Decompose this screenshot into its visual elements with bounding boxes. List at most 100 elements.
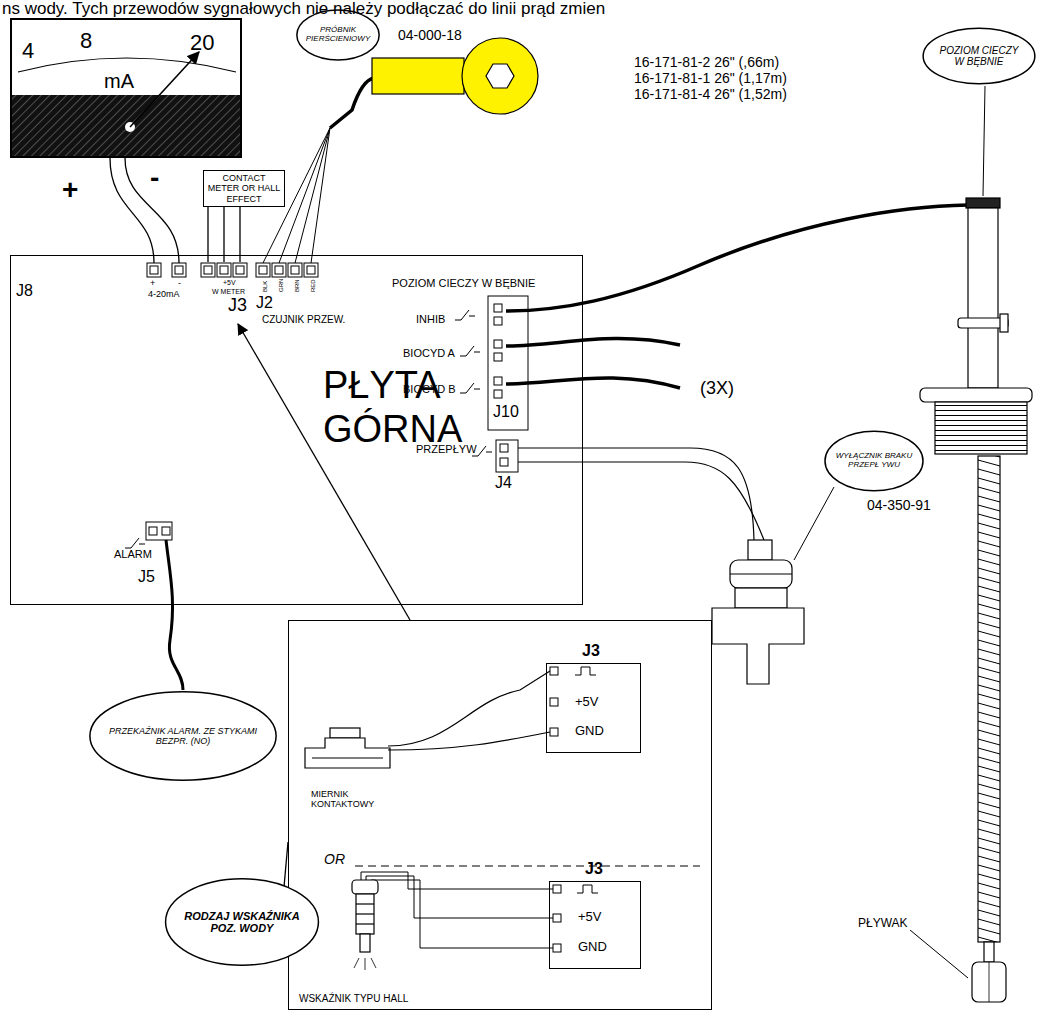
- terminal-blocks: [500, 444, 508, 452]
- ellipse-outline: [825, 431, 923, 491]
- text-block: PRZEKAŹNIK ALARM. ZE STYKAMI BEZPR. (NO): [109, 726, 257, 746]
- j3-pins: [550, 667, 558, 675]
- j3-pins: [553, 914, 561, 922]
- ellipse-outline: [923, 28, 1035, 84]
- node-text: CONTACT METER OR HALL EFFECT: [207, 173, 281, 203]
- j3-pins: [553, 885, 561, 893]
- node-text: POZIOM CIECZY W BĘBNIE: [935, 45, 1024, 67]
- flow-switch: [730, 560, 792, 588]
- terminal-blocks: [236, 266, 244, 274]
- meter-face: [130, 52, 199, 127]
- level-sensor: [1000, 314, 1008, 332]
- level-sensor: [966, 198, 1000, 208]
- hall-sensor-wires: [371, 880, 553, 948]
- ring-probe: [372, 38, 538, 114]
- j3-pins: [550, 667, 561, 952]
- level-sensor-cables: [506, 205, 968, 311]
- part-number: 16-171-81-2 26" (,66m): [634, 54, 779, 70]
- text-block: CONTACT METER OR HALL EFFECT: [207, 173, 281, 203]
- node-text: WYŁĄCZNIK BRAKU PRZEPŁ YWU: [835, 452, 913, 470]
- node-text: J3: [585, 860, 603, 878]
- terminal-blocks: [256, 263, 270, 277]
- terminal-blocks: [494, 377, 502, 385]
- node-text: GND: [578, 940, 607, 955]
- wire-colour: RED: [310, 279, 317, 292]
- level-sensor: [920, 388, 1032, 402]
- wire-colour: BRN: [294, 279, 301, 292]
- switch-symbol: [455, 310, 475, 320]
- callout-ellipse: WYŁĄCZNIK BRAKU PRZEPŁ YWU: [824, 430, 924, 492]
- connector-caption: CZUJNIK PRZEW.: [262, 314, 345, 326]
- wire-colour: BLK: [262, 281, 269, 292]
- node-text: 4: [22, 38, 34, 63]
- callout-ellipse: RODZAJ WSKAŹNIKA POZ. WODY: [164, 877, 320, 967]
- terminal-blocks: [149, 527, 157, 535]
- hall-sensor: [352, 880, 378, 894]
- hall-sensor-wires: [366, 876, 553, 918]
- wire: [166, 540, 183, 690]
- terminal-blocks: [201, 263, 215, 277]
- terminal-blocks: [488, 296, 528, 430]
- text-block: RODZAJ WSKAŹNIKA POZ. WODY: [181, 910, 303, 935]
- flow-switch: [730, 573, 792, 574]
- pin-name: 4-20mA: [148, 289, 180, 299]
- connector-j3: J3+5VGND: [546, 663, 641, 753]
- node-text: GND: [575, 724, 604, 739]
- terminal-blocks: [233, 263, 247, 277]
- switch-symbol: [460, 383, 480, 393]
- node-text: 20: [190, 30, 214, 55]
- j3-pins: [550, 728, 558, 736]
- terminal-blocks: [307, 266, 315, 274]
- contact-meter: [305, 738, 390, 768]
- terminal-blocks: [500, 458, 508, 466]
- j3-pins: [550, 698, 558, 706]
- top-board: PŁYTA GÓRNA: [10, 255, 583, 605]
- level-sensor-cables: [506, 339, 680, 346]
- terminal-blocks: [172, 263, 186, 277]
- terminal-blocks: [175, 266, 183, 274]
- node-text: WSKAŹNIK TYPU HALL: [299, 993, 408, 1005]
- level-sensor: [989, 962, 990, 1002]
- connector-name: J3: [228, 295, 247, 316]
- j3-pins: [553, 944, 561, 952]
- milliamp-meter: 4820mA: [10, 18, 242, 158]
- flow-switch: [712, 608, 804, 684]
- terminal-blocks: [146, 522, 172, 540]
- probe-cable: [330, 78, 374, 128]
- node-text: PRZEKAŹNIK ALARM. ZE STYKAMI BEZPR. (NO): [109, 726, 257, 746]
- terminal-blocks: [272, 263, 286, 277]
- connector-name: J4: [495, 474, 512, 492]
- hall-sensor: [352, 880, 378, 970]
- hall-sensor-wires: [361, 872, 553, 948]
- or-divider: [355, 866, 700, 867]
- quantity-note: (3X): [700, 378, 734, 399]
- pin-name: BIOCYD B: [403, 383, 456, 396]
- node-text: +5V: [578, 910, 602, 925]
- text-block: PRÓBNIK PIERŚCIENIOWY: [305, 26, 371, 44]
- node-text: MIERNIK KONTAKTOWY: [311, 789, 383, 810]
- meter-face: [18, 58, 236, 72]
- leader-line: [794, 86, 985, 978]
- part-number: 16-171-81-1 26" (1,17m): [634, 70, 787, 86]
- polarity-sign: -: [150, 162, 159, 194]
- terminal-blocks: [162, 527, 170, 535]
- terminal-blocks: [291, 266, 299, 274]
- part-number: 16-171-81-4 26" (1,52m): [634, 86, 787, 102]
- wire-colour: GRN: [278, 279, 285, 292]
- switch-symbol: [460, 346, 480, 356]
- text-wrapper: CONTACT METER OR HALL EFFECT: [204, 171, 284, 206]
- node-text: RODZAJ WSKAŹNIKA POZ. WODY: [181, 910, 303, 935]
- flow-switch-cable: [518, 462, 764, 540]
- text-wrapper: POZIOM CIECZY W BĘBNIE: [922, 27, 1036, 85]
- leader-line: [794, 487, 834, 560]
- or-divider: [355, 866, 700, 867]
- level-sensor-cables: [506, 378, 680, 388]
- ring-probe: [462, 38, 538, 114]
- leader-line: [910, 930, 968, 978]
- connector-name: J5: [138, 568, 155, 586]
- hall-sensor: [356, 894, 374, 934]
- pin-name: +: [150, 278, 155, 288]
- terminal-blocks: [275, 266, 283, 274]
- ring-probe: [486, 64, 514, 88]
- callout-ellipse: PRZEKAŹNIK ALARM. ZE STYKAMI BEZPR. (NO): [88, 690, 278, 782]
